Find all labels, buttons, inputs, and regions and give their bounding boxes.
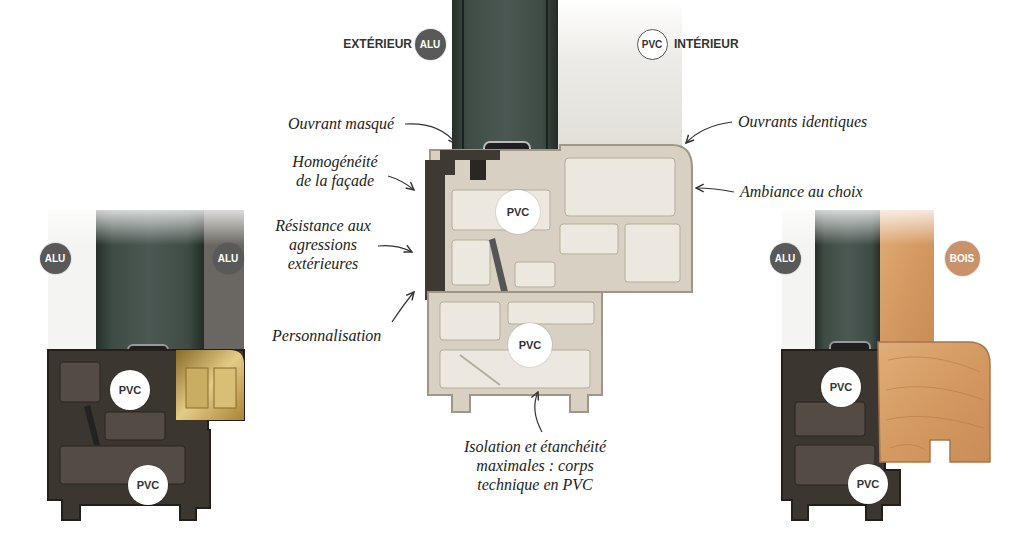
material-label: BOIS bbox=[950, 253, 974, 264]
side-heading: EXTÉRIEUR bbox=[312, 36, 412, 52]
material-badge: PVC bbox=[848, 464, 888, 504]
material-badge: ALU bbox=[40, 243, 71, 274]
material-label: PVC bbox=[137, 479, 160, 491]
material-label: PVC bbox=[507, 206, 530, 218]
material-badge: PVC bbox=[110, 370, 150, 410]
material-badge: ALU bbox=[213, 243, 244, 274]
material-label: ALU bbox=[420, 39, 441, 50]
leader-line bbox=[388, 176, 414, 190]
leader-line bbox=[378, 246, 412, 252]
callout-text: Ouvrant masqué bbox=[288, 114, 418, 133]
material-badge: ALU bbox=[415, 29, 446, 60]
callout-text: Homogénéité de la façade bbox=[285, 152, 385, 190]
material-label: PVC bbox=[519, 339, 542, 351]
material-badge: PVC bbox=[508, 323, 552, 367]
material-label: ALU bbox=[45, 253, 66, 264]
leader-line bbox=[535, 392, 542, 432]
material-badge: BOIS bbox=[945, 241, 980, 276]
material-label: ALU bbox=[775, 253, 796, 264]
callout-text: Résistance aux agressions extérieures bbox=[272, 216, 374, 273]
callout-text: Ouvrants identiques bbox=[738, 112, 898, 131]
callout-text: Isolation et étanchéité maximales : corp… bbox=[450, 437, 620, 494]
material-badge: PVC bbox=[821, 367, 861, 407]
material-badge: PVC bbox=[496, 190, 540, 234]
leader-line bbox=[696, 188, 734, 192]
leader-line bbox=[405, 124, 456, 144]
callout-text: Ambiance au choix bbox=[740, 182, 900, 201]
material-badge: ALU bbox=[770, 243, 801, 274]
leader-line bbox=[392, 292, 414, 322]
callout-text: Personnalisation bbox=[272, 326, 402, 345]
material-label: PVC bbox=[830, 381, 853, 393]
material-badge: PVC bbox=[637, 29, 668, 60]
material-badge: PVC bbox=[128, 465, 168, 505]
material-label: PVC bbox=[857, 478, 880, 490]
material-label: PVC bbox=[642, 39, 663, 50]
material-label: ALU bbox=[218, 253, 239, 264]
material-label: PVC bbox=[119, 384, 142, 396]
leader-line bbox=[686, 122, 732, 143]
side-heading: INTÉRIEUR bbox=[674, 36, 774, 52]
